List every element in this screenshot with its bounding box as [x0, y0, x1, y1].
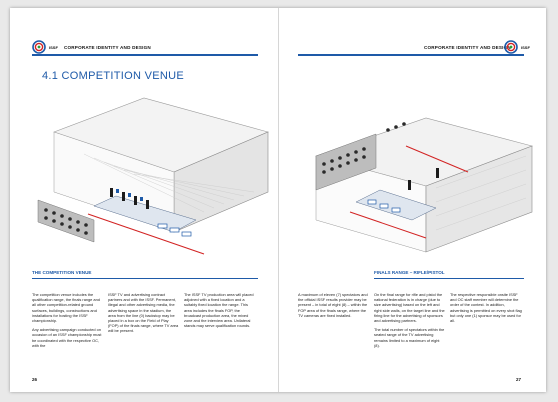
- target-logo-icon: [32, 40, 46, 54]
- paragraph: Any advertising campaign conducted on oc…: [32, 327, 102, 348]
- section-heading-competition-venue: THE COMPETITION VENUE: [32, 270, 92, 275]
- paragraph: The ISSF TV production area will placed …: [184, 292, 254, 329]
- brochure-spread: ISSF CORPORATE IDENTITY AND DESIGN CORPO…: [10, 8, 546, 392]
- paragraph: ISSF TV and advertising contract partner…: [108, 292, 179, 334]
- page-title: 4.1 COMPETITION VENUE: [42, 70, 184, 82]
- target-logo-icon: [504, 40, 518, 54]
- running-head-left: CORPORATE IDENTITY AND DESIGN: [64, 45, 151, 50]
- header-rule-right: [298, 54, 524, 56]
- text-column: The respective responsible onsite ISSF a…: [450, 292, 522, 327]
- text-column: A maximum of eleven (7) spectators and t…: [298, 292, 370, 322]
- header-rule-left: [32, 54, 258, 56]
- text-column: ISSF TV and advertising contract partner…: [108, 292, 180, 338]
- text-column: The competition venue includes the quali…: [32, 292, 104, 352]
- text-column: On the final range for rifle and pistol …: [374, 292, 446, 352]
- text-column: The ISSF TV production area will placed …: [184, 292, 256, 332]
- brand-logo-right: ISSF: [504, 40, 530, 54]
- finals-range-illustration: [314, 117, 533, 253]
- paragraph: The total number of spectators within th…: [374, 327, 445, 348]
- section-rule-right: [374, 278, 524, 279]
- section-heading-finals-range: FINALS RANGE – RIFLE/PISTOL: [374, 270, 445, 275]
- page-number-right: 27: [516, 377, 522, 382]
- paragraph: The competition venue includes the quali…: [32, 292, 100, 324]
- paragraph: The respective responsible onsite ISSF a…: [450, 292, 522, 324]
- brand-logo-left: ISSF: [32, 40, 58, 54]
- section-rule-left: [32, 278, 258, 279]
- page-fold: [278, 8, 279, 392]
- brand-mark-text: ISSF: [49, 44, 58, 50]
- qualification-range-illustration: [37, 97, 269, 255]
- brand-mark-text: ISSF: [521, 44, 530, 50]
- paragraph: A maximum of eleven (7) spectators and t…: [298, 292, 368, 318]
- running-head-right: CORPORATE IDENTITY AND DESIGN: [424, 45, 511, 50]
- paragraph: On the final range for rifle and pistol …: [374, 292, 445, 324]
- page-number-left: 26: [32, 377, 38, 382]
